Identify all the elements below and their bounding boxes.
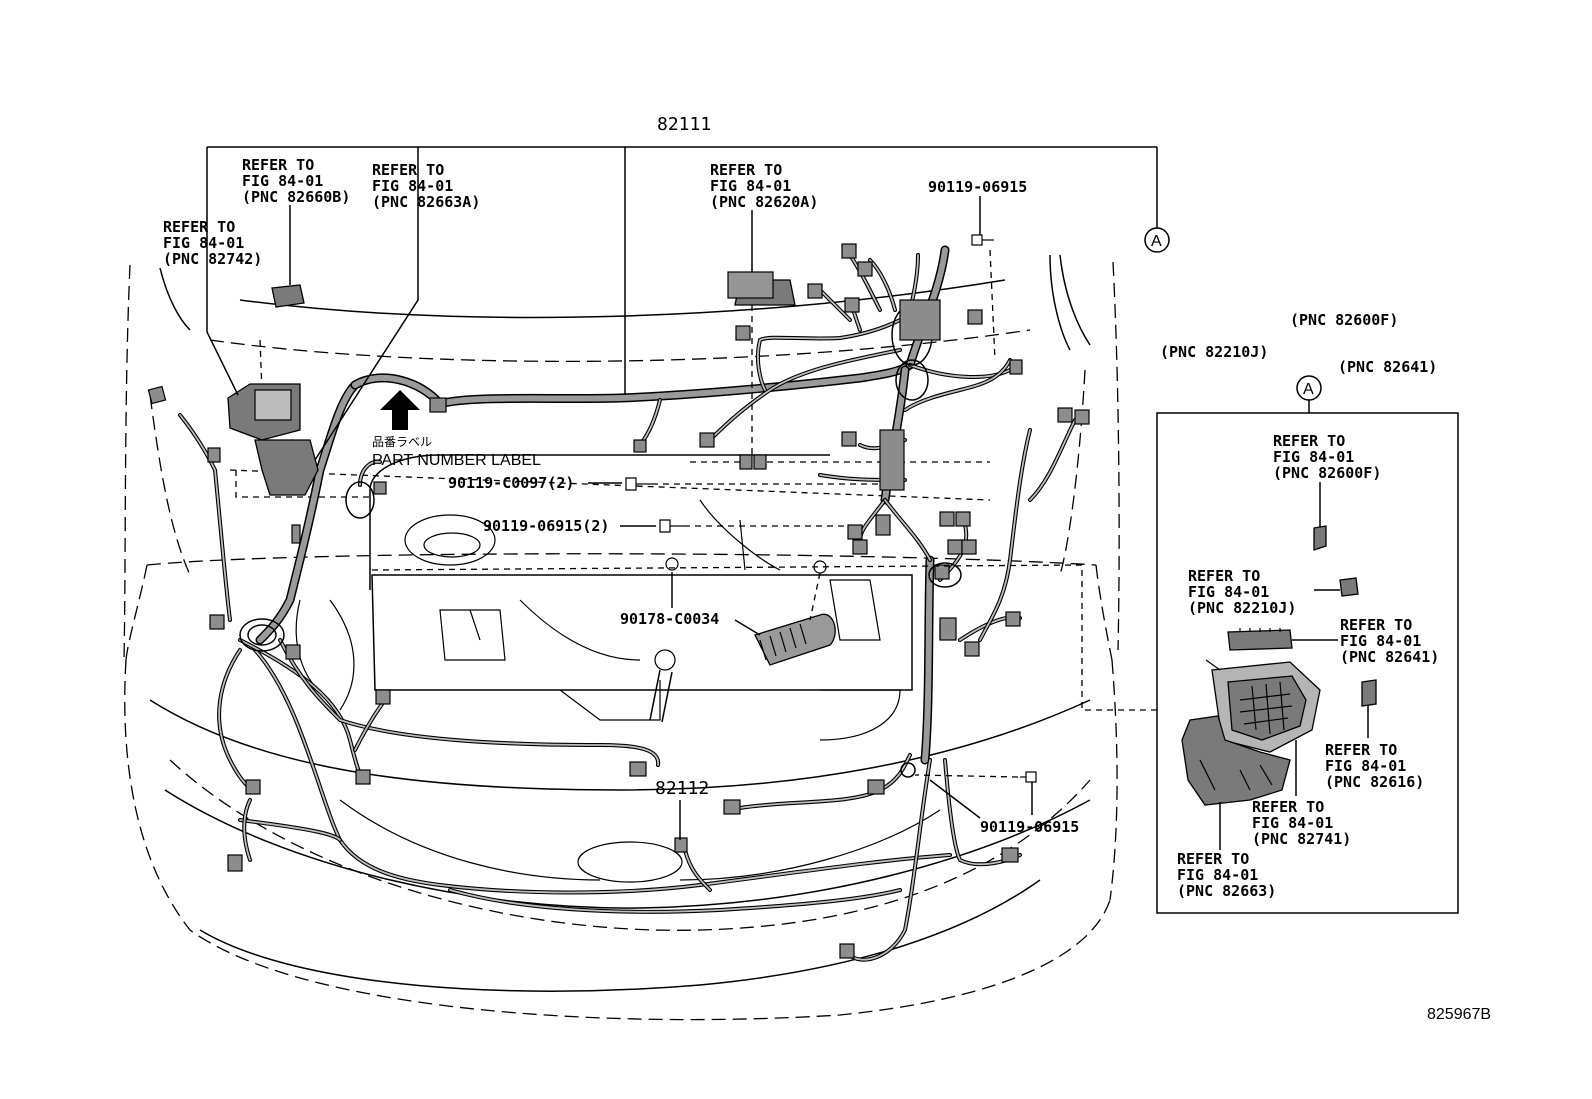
sub-part-number: 82112 bbox=[655, 778, 709, 799]
fuse-block-assembly bbox=[1181, 659, 1321, 806]
callout-82741-line1: REFER TO bbox=[1252, 798, 1324, 816]
main-part-leader: 82111 A bbox=[206, 114, 1170, 461]
detail-a-inset: A REFER TO FIG 84-01 (PNC 82600F) REFER … bbox=[1156, 375, 1459, 914]
pnc-82210J-label: (PNC 82210J) bbox=[1160, 343, 1268, 361]
nut-c0034-callout: 90178-C0034 bbox=[620, 557, 827, 636]
circle-ref-main: A bbox=[1151, 233, 1162, 250]
figure-code: 825967B bbox=[1427, 1006, 1491, 1023]
callout-82663A-line1: REFER TO bbox=[372, 161, 444, 179]
callout-82742-line2: FIG 84-01 bbox=[163, 234, 244, 252]
callout-82641-line1: REFER TO bbox=[1340, 616, 1412, 634]
callout-82641-line3: (PNC 82641) bbox=[1340, 648, 1439, 666]
callout-82600F-line2: FIG 84-01 bbox=[1273, 448, 1354, 466]
bolt-top-callout: 90119-06915 bbox=[928, 178, 1027, 361]
nut-icon bbox=[665, 557, 679, 571]
callout-82616-line2: FIG 84-01 bbox=[1325, 757, 1406, 775]
sub-part-leader: 82112 bbox=[655, 778, 709, 840]
callout-82600F-line1: REFER TO bbox=[1273, 432, 1345, 450]
callout-82616-line3: (PNC 82616) bbox=[1325, 773, 1424, 791]
bolt-icon bbox=[625, 477, 637, 491]
left-relay-blocks bbox=[227, 271, 796, 496]
callout-82660B-line3: (PNC 82660B) bbox=[242, 188, 350, 206]
callout-82616: REFER TO FIG 84-01 (PNC 82616) bbox=[1325, 679, 1424, 791]
callout-82210J-line1: REFER TO bbox=[1188, 567, 1260, 585]
part-number-label-marker: 品番ラベル PART NUMBER LABEL bbox=[372, 390, 541, 469]
callout-82660B-line1: REFER TO bbox=[242, 156, 314, 174]
bolt-06915x2-label: 90119-06915(2) bbox=[483, 517, 609, 535]
main-wire-harness bbox=[178, 245, 1077, 962]
harness-connectors bbox=[147, 243, 1090, 959]
callout-82620A-line3: (PNC 82620A) bbox=[710, 193, 818, 211]
callout-82663A-line2: FIG 84-01 bbox=[372, 177, 453, 195]
callout-82641-line2: FIG 84-01 bbox=[1340, 632, 1421, 650]
callout-82210J: REFER TO FIG 84-01 (PNC 82210J) bbox=[1188, 567, 1359, 617]
callout-82663-line1: REFER TO bbox=[1177, 850, 1249, 868]
callout-82741-line2: FIG 84-01 bbox=[1252, 814, 1333, 832]
vehicle-body-outline bbox=[123, 254, 1120, 1021]
engine-dash-frame bbox=[371, 564, 1160, 711]
callout-82663A: REFER TO FIG 84-01 (PNC 82663A) bbox=[372, 161, 480, 211]
callout-82616-line1: REFER TO bbox=[1325, 741, 1397, 759]
bolt-c0097-label: 90119-C0097(2) bbox=[448, 474, 574, 492]
callout-82663-line2: FIG 84-01 bbox=[1177, 866, 1258, 884]
pnc-82600F-label: (PNC 82600F) bbox=[1290, 311, 1398, 329]
floating-pnc-labels: (PNC 82600F) (PNC 82210J) (PNC 82641) bbox=[1160, 311, 1437, 376]
bolt-icon bbox=[971, 234, 994, 246]
main-part-number: 82111 bbox=[657, 114, 711, 135]
callout-82600F: REFER TO FIG 84-01 (PNC 82600F) bbox=[1273, 432, 1381, 551]
callout-82620A-line2: FIG 84-01 bbox=[710, 177, 791, 195]
bolt-icon bbox=[659, 519, 671, 533]
callout-82210J-line2: FIG 84-01 bbox=[1188, 583, 1269, 601]
callout-82741: REFER TO FIG 84-01 (PNC 82741) bbox=[1252, 740, 1351, 848]
callout-82641: REFER TO FIG 84-01 (PNC 82641) bbox=[1227, 616, 1439, 666]
part-number-label-jp: 品番ラベル bbox=[372, 435, 432, 449]
callout-82742: REFER TO FIG 84-01 (PNC 82742) bbox=[163, 218, 262, 268]
bolt-icon bbox=[1020, 771, 1037, 783]
circle-ref-inset: A bbox=[1303, 381, 1314, 398]
callout-82660B: REFER TO FIG 84-01 (PNC 82660B) bbox=[242, 156, 350, 285]
callout-82742-line1: REFER TO bbox=[163, 218, 235, 236]
bolt-bottom-callout: 90119-06915 bbox=[900, 762, 1079, 836]
part-number-label-en: PART NUMBER LABEL bbox=[372, 452, 541, 469]
callout-82620A-line1: REFER TO bbox=[710, 161, 782, 179]
callout-82600F-line3: (PNC 82600F) bbox=[1273, 464, 1381, 482]
callout-82660B-line2: FIG 84-01 bbox=[242, 172, 323, 190]
bolt-top-label: 90119-06915 bbox=[928, 178, 1027, 196]
bolt-06915x2-callout: 90119-06915(2) bbox=[483, 517, 848, 535]
nut-c0034-label: 90178-C0034 bbox=[620, 610, 719, 628]
callout-82742-line3: (PNC 82742) bbox=[163, 250, 262, 268]
callout-82620A: REFER TO FIG 84-01 (PNC 82620A) bbox=[710, 161, 818, 455]
callout-82210J-line3: (PNC 82210J) bbox=[1188, 599, 1296, 617]
pnc-82641-label: (PNC 82641) bbox=[1338, 358, 1437, 376]
bolt-bottom-label: 90119-06915 bbox=[980, 818, 1079, 836]
bolt-c0097-callout: 90119-C0097(2) bbox=[448, 474, 880, 492]
callout-82663: REFER TO FIG 84-01 (PNC 82663) bbox=[1177, 802, 1276, 900]
callout-82663-line3: (PNC 82663) bbox=[1177, 882, 1276, 900]
callout-82741-line3: (PNC 82741) bbox=[1252, 830, 1351, 848]
callout-82663A-line3: (PNC 82663A) bbox=[372, 193, 480, 211]
